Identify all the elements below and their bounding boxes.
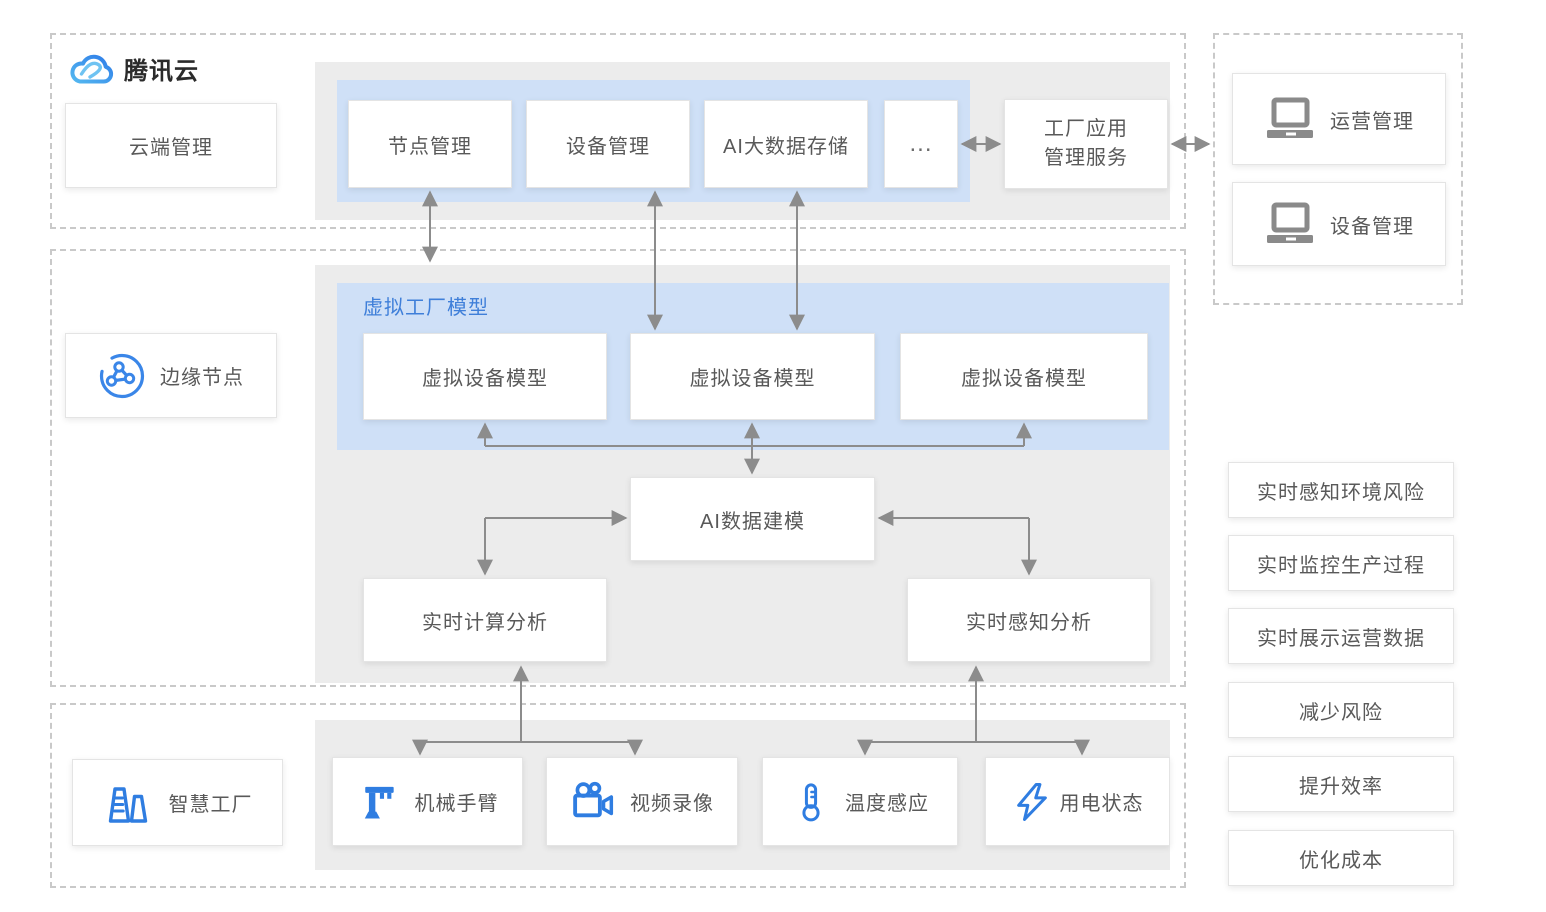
benefit-show-operation-data: 实时展示运营数据: [1228, 608, 1454, 664]
benefit-improve-efficiency: 提升效率: [1228, 756, 1454, 812]
lightning-icon: [1012, 779, 1052, 825]
realtime-computing-label: 实时计算分析: [422, 611, 548, 634]
device-label: 温度感应: [845, 793, 929, 815]
benefit-reduce-risk: 减少风险: [1228, 682, 1454, 738]
benefit-label: 实时感知环境风险: [1257, 481, 1425, 504]
tencent-cloud-icon: [68, 50, 114, 86]
realtime-perception-box: 实时感知分析: [907, 578, 1151, 662]
virtual-device-model-3: 虚拟设备模型: [900, 333, 1148, 420]
device-temperature-sensing: 温度感应: [762, 757, 958, 846]
edge-node-box: 边缘节点: [65, 333, 277, 418]
benefit-optimize-cost: 优化成本: [1228, 830, 1454, 886]
virtual-model-label: 虚拟设备模型: [961, 368, 1087, 390]
module-device-management: 设备管理: [526, 100, 690, 188]
virtual-model-label: 虚拟设备模型: [689, 368, 816, 390]
benefit-label: 提升效率: [1299, 775, 1383, 798]
factory-icon: [103, 779, 155, 827]
brand-name: 腾讯云: [124, 57, 199, 85]
laptop-icon: [1264, 202, 1316, 246]
smart-factory-box: 智慧工厂: [72, 759, 283, 846]
virtual-device-model-1: 虚拟设备模型: [363, 333, 607, 420]
module-more: ...: [884, 100, 958, 188]
panel-item-label: 设备管理: [1330, 215, 1414, 238]
device-management-box: 设备管理: [1232, 182, 1446, 266]
brand-logo: 腾讯云: [68, 50, 199, 86]
video-camera-icon: [570, 780, 616, 824]
cloud-management-box: 云端管理: [65, 103, 277, 188]
module-ai-bigdata-storage: AI大数据存储: [704, 100, 868, 188]
benefit-label: 减少风险: [1299, 701, 1383, 724]
virtual-device-model-2: 虚拟设备模型: [630, 333, 875, 420]
thermometer-icon: [791, 779, 831, 825]
ai-data-modeling-label: AI数据建模: [700, 510, 805, 533]
module-label: 设备管理: [566, 135, 650, 158]
benefit-env-risk: 实时感知环境风险: [1228, 462, 1454, 518]
module-label: AI大数据存储: [723, 135, 849, 158]
cloud-management-label: 云端管理: [129, 137, 213, 159]
cloud-section-frame: [50, 33, 1186, 229]
factory-app-service-box: 工厂应用 管理服务: [1004, 99, 1168, 189]
robot-arm-icon: [357, 780, 401, 824]
device-video-recording: 视频录像: [546, 757, 738, 846]
device-label: 视频录像: [630, 793, 714, 815]
management-panel-frame: [1213, 33, 1463, 305]
device-power-status: 用电状态: [985, 757, 1170, 846]
benefit-label: 优化成本: [1299, 849, 1383, 872]
edge-node-label: 边缘节点: [160, 367, 244, 389]
device-robot-arm: 机械手臂: [332, 757, 523, 846]
ai-data-modeling-box: AI数据建模: [630, 477, 875, 561]
laptop-icon: [1264, 97, 1316, 141]
panel-item-label: 运营管理: [1330, 110, 1414, 133]
operations-management-box: 运营管理: [1232, 73, 1446, 165]
realtime-perception-label: 实时感知分析: [966, 611, 1092, 634]
module-label: ...: [909, 130, 933, 157]
realtime-computing-box: 实时计算分析: [363, 578, 607, 662]
benefit-monitor-production: 实时监控生产过程: [1228, 535, 1454, 591]
virtual-factory-title: 虚拟工厂模型: [363, 297, 489, 319]
module-label: 节点管理: [388, 135, 472, 158]
edge-node-icon: [98, 352, 146, 400]
module-node-management: 节点管理: [348, 100, 512, 188]
benefit-label: 实时展示运营数据: [1257, 627, 1425, 650]
service-line2: 管理服务: [1044, 147, 1128, 169]
device-label: 机械手臂: [414, 793, 499, 815]
factory-section-frame: [50, 703, 1186, 888]
service-line1: 工厂应用: [1044, 118, 1128, 140]
smart-factory-label: 智慧工厂: [168, 794, 253, 816]
virtual-model-label: 虚拟设备模型: [422, 368, 548, 390]
benefit-label: 实时监控生产过程: [1257, 554, 1425, 577]
edge-section-frame: [50, 249, 1186, 687]
device-label: 用电状态: [1059, 793, 1144, 815]
